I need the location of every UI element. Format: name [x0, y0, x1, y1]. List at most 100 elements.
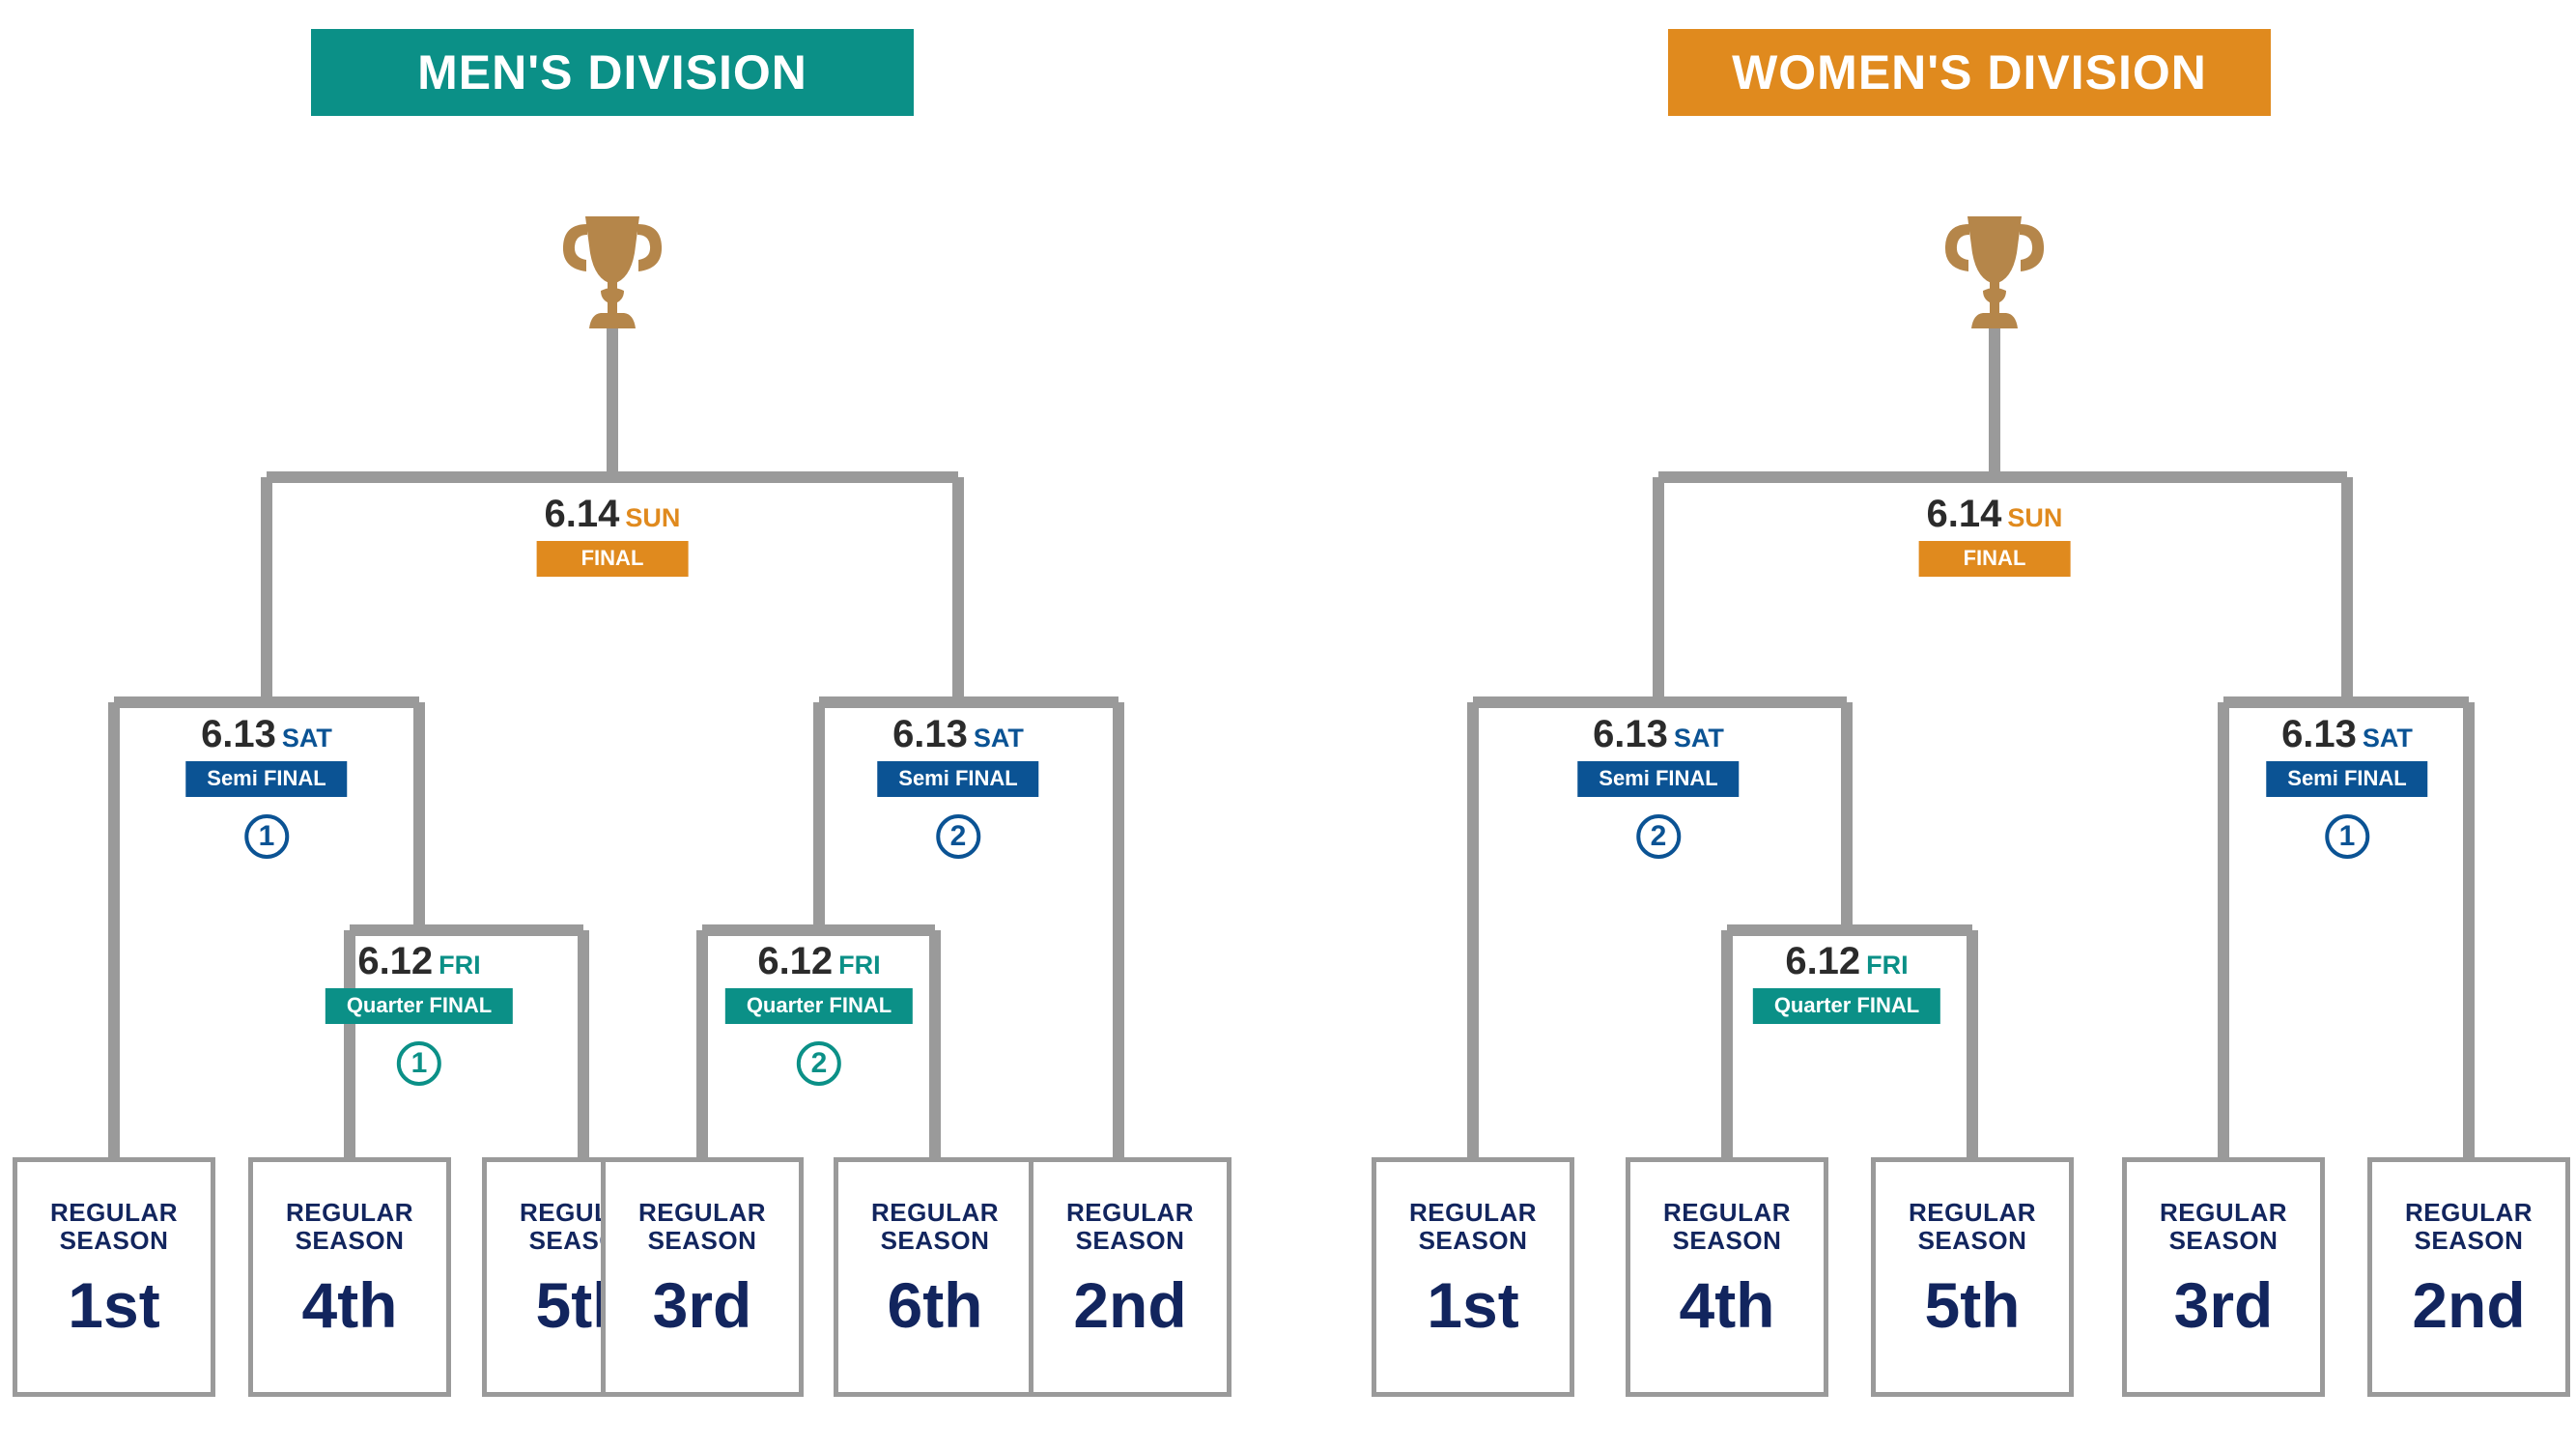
date-value: 6.13 [1593, 713, 1668, 755]
match-number-circle: 2 [936, 814, 980, 859]
seed-label: REGULAR SEASON [1909, 1199, 2036, 1254]
seed-label: REGULAR SEASON [2405, 1199, 2533, 1254]
seed-label-line1: REGULAR [1408, 1198, 1538, 1227]
match-number-circle: 1 [2325, 814, 2369, 859]
date-value: 6.13 [201, 713, 276, 755]
seed-rank: 1st [1427, 1269, 1519, 1342]
round-badge: Semi FINAL [185, 761, 348, 797]
seed-label-line1: REGULAR [1662, 1198, 1792, 1227]
seed-label-line2: SEASON [880, 1225, 990, 1255]
round-badge: FINAL [1918, 541, 2071, 577]
round-badge: Quarter FINAL [325, 988, 514, 1024]
seed-label-line1: REGULAR [2404, 1198, 2534, 1227]
womens-seed-box-2[interactable]: REGULAR SEASON 4th [1626, 1157, 1828, 1397]
date-value: 6.14 [544, 493, 620, 535]
seed-label-line1: REGULAR [49, 1198, 179, 1227]
mens-seed-box-5[interactable]: REGULAR SEASON 6th [834, 1157, 1036, 1397]
seed-label-line2: SEASON [2414, 1225, 2524, 1255]
seed-rank: 3rd [652, 1269, 752, 1342]
mens-seed-box-6[interactable]: REGULAR SEASON 2nd [1029, 1157, 1231, 1397]
day-of-week: SAT [2362, 724, 2413, 753]
seed-label: REGULAR SEASON [50, 1199, 178, 1254]
seed-label: REGULAR SEASON [871, 1199, 999, 1254]
day-of-week: FRI [838, 951, 881, 980]
match-number-circle: 1 [244, 814, 289, 859]
round-badge: Quarter FINAL [724, 988, 914, 1024]
seed-rank: 2nd [1073, 1269, 1187, 1342]
seed-label: REGULAR SEASON [286, 1199, 413, 1254]
trophy-icon [1944, 216, 2045, 328]
day-of-week: SAT [1673, 724, 1724, 753]
mens-seed-box-4[interactable]: REGULAR SEASON 3rd [601, 1157, 804, 1397]
mens-seed-box-2[interactable]: REGULAR SEASON 4th [248, 1157, 451, 1397]
mens-division-header: MEN'S DIVISION [311, 29, 914, 116]
seed-rank: 3rd [2173, 1269, 2274, 1342]
round-badge: FINAL [536, 541, 689, 577]
seed-label-line2: SEASON [1917, 1225, 2027, 1255]
womens-division-header: WOMEN'S DIVISION [1668, 29, 2271, 116]
womens-seed-box-3[interactable]: REGULAR SEASON 5th [1871, 1157, 2074, 1397]
round-badge: Quarter FINAL [1752, 988, 1941, 1024]
seed-rank: 2nd [2412, 1269, 2526, 1342]
date-value: 6.12 [357, 940, 434, 982]
seed-rank: 1st [68, 1269, 160, 1342]
match-number-circle: 2 [796, 1041, 841, 1086]
date-value: 6.13 [892, 713, 968, 755]
day-of-week: SAT [973, 724, 1024, 753]
seed-label-line2: SEASON [295, 1225, 405, 1255]
womens-seed-box-5[interactable]: REGULAR SEASON 2nd [2367, 1157, 2570, 1397]
womens-seed-box-4[interactable]: REGULAR SEASON 3rd [2122, 1157, 2325, 1397]
day-of-week: SUN [625, 503, 681, 532]
seed-label-line2: SEASON [1075, 1225, 1185, 1255]
seed-label-line2: SEASON [1672, 1225, 1782, 1255]
seed-label-line1: REGULAR [637, 1198, 767, 1227]
seed-label: REGULAR SEASON [1409, 1199, 1537, 1254]
seed-label-line1: REGULAR [1908, 1198, 2037, 1227]
seed-rank: 6th [887, 1269, 983, 1342]
match-number-circle: 1 [396, 1041, 441, 1086]
seed-label-line1: REGULAR [2159, 1198, 2288, 1227]
trophy-icon [562, 216, 663, 328]
seed-rank: 4th [1679, 1269, 1775, 1342]
date-value: 6.12 [757, 940, 834, 982]
day-of-week: SUN [2007, 503, 2063, 532]
date-value: 6.14 [1926, 493, 2002, 535]
day-of-week: FRI [1866, 951, 1909, 980]
seed-label-line2: SEASON [1418, 1225, 1528, 1255]
seed-label: REGULAR SEASON [2160, 1199, 2287, 1254]
seed-label: REGULAR SEASON [638, 1199, 766, 1254]
seed-label-line2: SEASON [59, 1225, 169, 1255]
round-badge: Semi FINAL [877, 761, 1039, 797]
mens-seed-box-1[interactable]: REGULAR SEASON 1st [13, 1157, 215, 1397]
seed-rank: 4th [301, 1269, 398, 1342]
seed-label: REGULAR SEASON [1066, 1199, 1194, 1254]
round-badge: Semi FINAL [1577, 761, 1740, 797]
seed-label: REGULAR SEASON [1663, 1199, 1791, 1254]
date-value: 6.12 [1785, 940, 1861, 982]
seed-label-line1: REGULAR [870, 1198, 1000, 1227]
seed-label-line1: REGULAR [285, 1198, 414, 1227]
seed-label-line2: SEASON [2168, 1225, 2279, 1255]
seed-label-line1: REGULAR [1065, 1198, 1195, 1227]
womens-seed-box-1[interactable]: REGULAR SEASON 1st [1372, 1157, 1574, 1397]
seed-label-line2: SEASON [647, 1225, 757, 1255]
